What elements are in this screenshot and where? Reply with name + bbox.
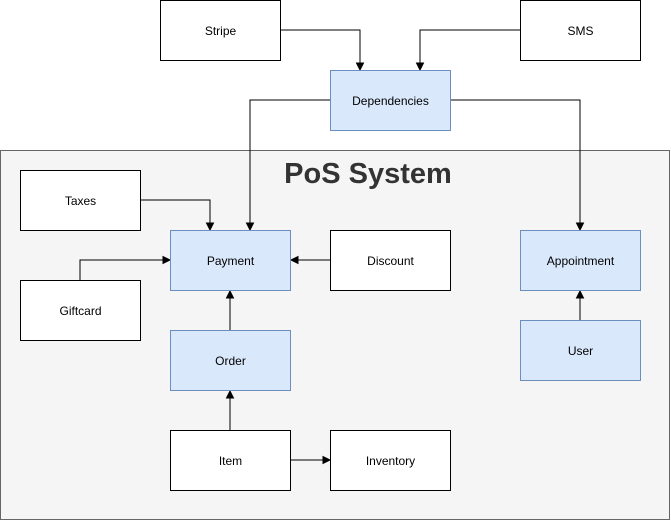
edge-dependencies-to-payment — [245, 99, 330, 232]
taxes-node[interactable]: Taxes — [20, 170, 141, 231]
pos-system-title: PoS System — [284, 158, 452, 190]
dependencies-label: Dependencies — [352, 93, 429, 108]
edge-taxes-to-payment — [140, 199, 215, 232]
giftcard-label: Giftcard — [59, 303, 102, 318]
payment-label: Payment — [206, 253, 255, 268]
edge-sms-to-dependencies — [415, 29, 520, 72]
payment-node[interactable]: Payment — [170, 230, 291, 291]
discount-node[interactable]: Discount — [330, 230, 451, 291]
discount-label: Discount — [367, 253, 414, 268]
sms-label: SMS — [567, 23, 594, 38]
edge-dependencies-to-appointment — [450, 99, 585, 232]
stripe-node[interactable]: Stripe — [160, 0, 281, 61]
sms-node[interactable]: SMS — [520, 0, 641, 61]
item-label: Item — [218, 453, 243, 468]
item-node[interactable]: Item — [170, 430, 291, 491]
edge-user-to-appointment — [575, 289, 585, 320]
appointment-node[interactable]: Appointment — [520, 230, 641, 291]
edge-discount-to-payment — [289, 255, 330, 265]
edge-stripe-to-dependencies — [280, 29, 365, 72]
dependencies-node[interactable]: Dependencies — [330, 70, 451, 131]
edge-item-to-order — [225, 389, 235, 430]
edge-item-to-inventory — [290, 455, 332, 465]
inventory-label: Inventory — [365, 453, 416, 468]
giftcard-node[interactable]: Giftcard — [20, 280, 141, 341]
edge-order-to-payment — [225, 289, 235, 330]
appointment-label: Appointment — [546, 253, 615, 268]
stripe-label: Stripe — [204, 23, 237, 38]
user-label: User — [567, 343, 594, 358]
inventory-node[interactable]: Inventory — [330, 430, 451, 491]
user-node[interactable]: User — [520, 320, 641, 381]
order-label: Order — [215, 353, 246, 368]
taxes-label: Taxes — [64, 193, 97, 208]
edge-giftcard-to-payment — [79, 255, 172, 280]
order-node[interactable]: Order — [170, 330, 291, 391]
